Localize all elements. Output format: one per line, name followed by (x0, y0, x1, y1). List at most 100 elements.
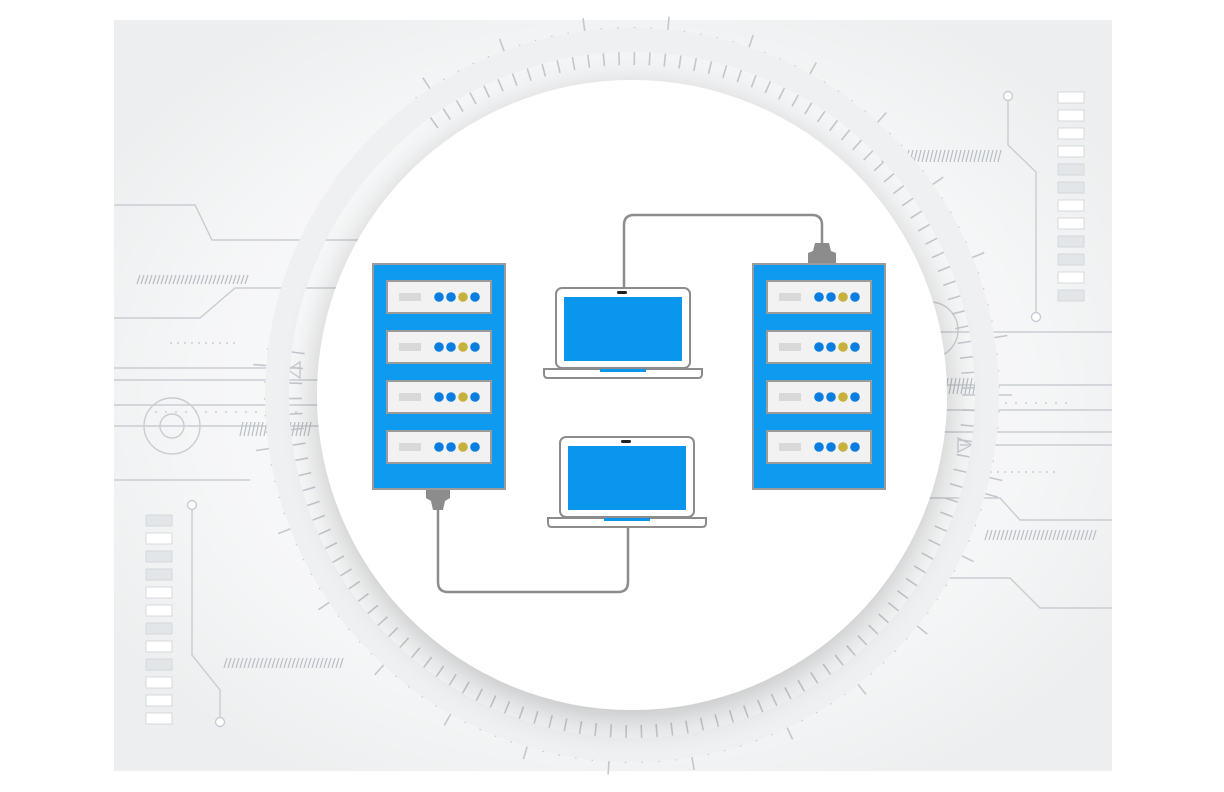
status-led (434, 392, 444, 402)
hatch-line (1068, 529, 1073, 541)
slot-bar (399, 443, 421, 451)
slot-bar (779, 343, 801, 351)
hatch-line (315, 657, 320, 669)
status-led (850, 292, 860, 302)
hatch-line (156, 274, 161, 285)
hatch-line (160, 274, 165, 285)
hatch-line (180, 274, 185, 285)
hatch-line (267, 657, 272, 669)
hatch-line (941, 149, 946, 163)
hatch-line (1028, 529, 1033, 541)
hatch-line (136, 274, 141, 285)
status-led (826, 292, 836, 302)
hatch-line (1072, 529, 1077, 541)
status-led (470, 292, 480, 302)
hatch-line (335, 657, 340, 669)
hatch-line (232, 274, 237, 285)
server-rack-left (372, 263, 506, 490)
hatch-line (993, 149, 998, 163)
hatch-line (1056, 529, 1061, 541)
slot-bar (779, 443, 801, 451)
hatch-line (247, 657, 252, 669)
hatch-line (279, 657, 284, 669)
hatch-line (255, 657, 260, 669)
status-led (470, 392, 480, 402)
laptop-screen (568, 446, 686, 510)
hatch-line (303, 421, 308, 437)
status-led (434, 342, 444, 352)
hatch-line (247, 421, 252, 437)
hatch-line (929, 149, 934, 163)
hatch-line (287, 657, 292, 669)
hatch-line (1048, 529, 1053, 541)
hatch-line (968, 377, 973, 395)
hatch-line (1012, 529, 1017, 541)
hatch-line (1084, 529, 1089, 541)
hatch-line (164, 274, 169, 285)
hatch-line (1024, 529, 1029, 541)
laptop-bottom (547, 436, 707, 528)
status-led (838, 392, 848, 402)
hatch-line (957, 149, 962, 163)
hatch-line (224, 274, 229, 285)
hatch-line (1052, 529, 1057, 541)
hatch-line (1036, 529, 1041, 541)
status-led (458, 342, 468, 352)
hatch-line (144, 274, 149, 285)
hatch-line (291, 657, 296, 669)
status-led (446, 392, 456, 402)
hatch-line (259, 421, 264, 437)
hatch-line (311, 657, 316, 669)
laptop-screen (564, 297, 682, 361)
hatch-line (952, 377, 957, 395)
hatch-line (303, 657, 308, 669)
status-led (850, 442, 860, 452)
hatch-line (208, 274, 213, 285)
status-led (458, 392, 468, 402)
hatch-line (295, 657, 300, 669)
slot-bar (779, 293, 801, 301)
status-led (838, 342, 848, 352)
hatch-line (140, 274, 145, 285)
slot-bar (399, 393, 421, 401)
hatch-line (937, 149, 942, 163)
status-led (446, 292, 456, 302)
hatch-line (948, 377, 953, 395)
status-led (838, 442, 848, 452)
hatch-line (973, 149, 978, 163)
hatch-line (327, 657, 332, 669)
status-led (814, 292, 824, 302)
hatch-line (989, 149, 994, 163)
hatch-line (235, 657, 240, 669)
hatch-line (1004, 529, 1009, 541)
status-led (826, 392, 836, 402)
status-led (850, 392, 860, 402)
hatch-line (323, 657, 328, 669)
indicator-blocks-left (145, 514, 173, 725)
hatch-line (168, 274, 173, 285)
status-led (434, 292, 444, 302)
hatch-line (965, 149, 970, 163)
hatch-line (176, 274, 181, 285)
slot-bar (399, 293, 421, 301)
hatch-line (216, 274, 221, 285)
hatch-line (1076, 529, 1081, 541)
hatch-line (239, 421, 244, 437)
hatch-line (985, 149, 990, 163)
hatch-line (1032, 529, 1037, 541)
hatch-line (949, 149, 954, 163)
hatch-line (921, 149, 926, 163)
hatch-line (184, 274, 189, 285)
hatch-line (236, 274, 241, 285)
hatch-line (1016, 529, 1021, 541)
hatch-line (953, 149, 958, 163)
hatch-line (917, 149, 922, 163)
hatch-line (172, 274, 177, 285)
status-led (826, 442, 836, 452)
hatch-line (271, 657, 276, 669)
hatch-line (275, 657, 280, 669)
cable-connector (426, 243, 836, 510)
hatch-line (319, 657, 324, 669)
